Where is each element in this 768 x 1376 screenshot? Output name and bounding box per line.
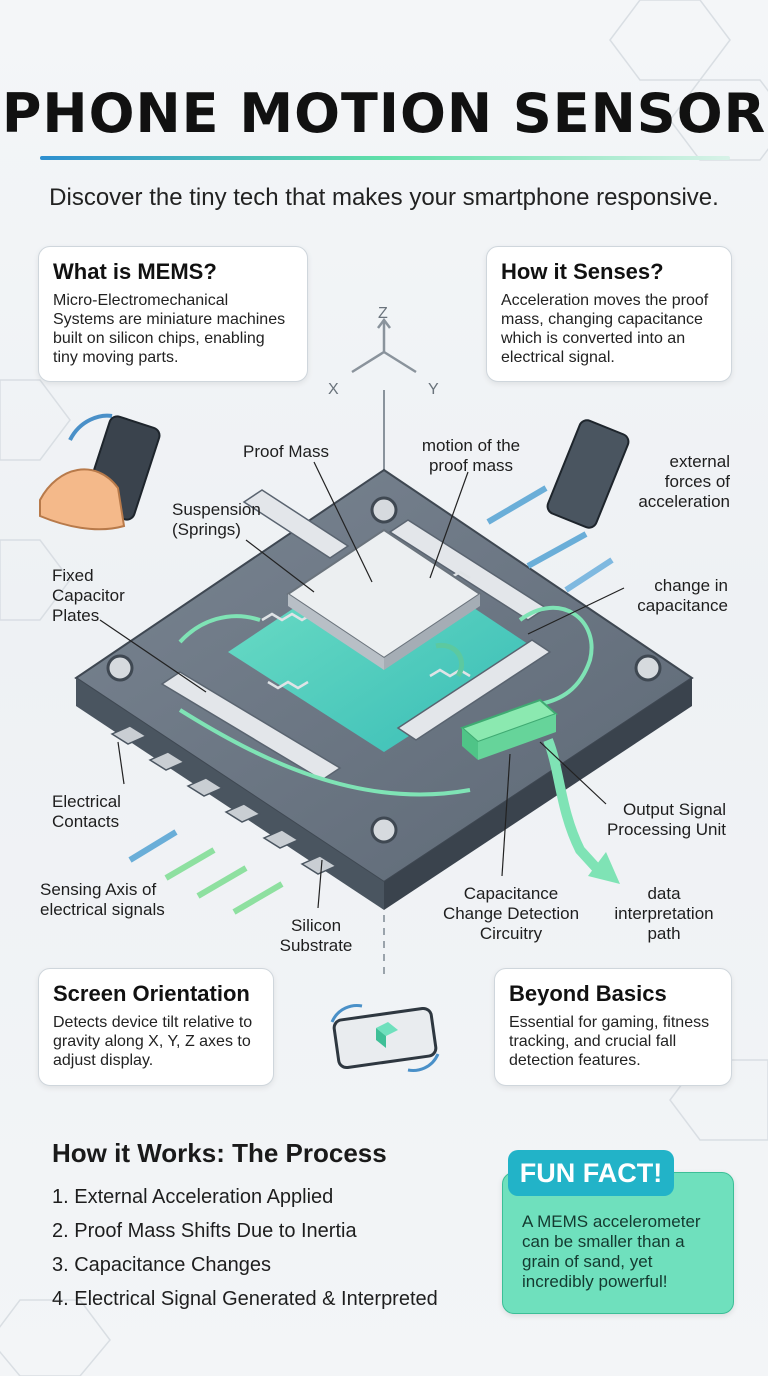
- axis-z-label: Z: [378, 305, 388, 322]
- label-sensing-axis: Sensing Axis of electrical signals: [40, 880, 165, 919]
- label-motion-of-proof-mass: motion of the proof mass: [421, 436, 521, 475]
- hand-phone-icon: [39, 413, 161, 531]
- page-title: PHONE MOTION SENSOR: [1, 82, 767, 145]
- electrical-contacts: [110, 725, 338, 875]
- data-path-arrow: [543, 738, 604, 876]
- card-how-it-senses: How it Senses? Acceleration moves the pr…: [486, 246, 732, 382]
- proof-mass: [286, 528, 482, 670]
- label-silicon-substrate: Silicon Substrate: [279, 916, 353, 955]
- label-fixed-capacitor-plates: Fixed Capacitor Plates: [52, 566, 125, 625]
- process-step: 4. Electrical Signal Generated & Interpr…: [52, 1288, 438, 1310]
- label-proof-mass: Proof Mass: [243, 442, 329, 461]
- process-step: 3. Capacitance Changes: [52, 1254, 272, 1276]
- card-body: Detects device tilt relative to gravity …: [53, 1014, 253, 1069]
- axis-y-label: Y: [428, 381, 439, 398]
- card-body: Essential for gaming, fitness tracking, …: [509, 1014, 710, 1069]
- external-force-arrows: [486, 485, 614, 593]
- process-step: 1. External Acceleration Applied: [52, 1186, 334, 1208]
- card-title: What is MEMS?: [53, 259, 217, 284]
- sensing-axis-arrows: [128, 829, 284, 915]
- process-title: How it Works: The Process: [52, 1138, 387, 1168]
- tilted-phone-icon: [546, 419, 630, 529]
- fixed-capacitor-plates: [160, 489, 552, 781]
- rotating-phone-icon: [330, 1004, 440, 1072]
- data-path-arrowhead: [588, 852, 620, 884]
- card-body: Acceleration moves the proof mass, chang…: [501, 292, 709, 366]
- label-electrical-contacts: Electrical Contacts: [52, 792, 121, 831]
- motion-arrow-icon: [435, 642, 465, 678]
- axis-icon: [351, 317, 417, 374]
- fun-fact-badge: FUN FACT!: [508, 1150, 674, 1196]
- card-title: Screen Orientation: [53, 981, 250, 1006]
- card-screen-orientation: Screen Orientation Detects device tilt r…: [38, 968, 274, 1086]
- title-underline: [40, 156, 730, 160]
- page-subtitle: Discover the tiny tech that makes your s…: [49, 184, 719, 211]
- label-change-in-capacitance: change in capacitance: [637, 576, 728, 615]
- output-signal-processing-unit: [460, 698, 558, 760]
- signal-traces: [178, 605, 594, 797]
- card-title: How it Senses?: [501, 259, 664, 284]
- label-suspension: Suspension (Springs): [172, 500, 261, 539]
- leader-lines: [99, 461, 625, 909]
- fun-fact-text: A MEMS accelerometer can be smaller than…: [522, 1212, 701, 1291]
- card-body: Micro-Electromechanical Systems are mini…: [53, 292, 286, 366]
- label-output-signal-processing-unit: Output Signal Processing Unit: [606, 800, 726, 839]
- process-steps: 1. External Acceleration Applied 2. Proo…: [52, 1180, 438, 1316]
- process-step: 2. Proof Mass Shifts Due to Inertia: [52, 1220, 357, 1242]
- card-beyond-basics: Beyond Basics Essential for gaming, fitn…: [494, 968, 732, 1086]
- label-external-forces: external forces of acceleration: [638, 452, 730, 511]
- label-capacitance-circuitry: Capacitance Change Detection Circuitry: [442, 884, 580, 943]
- label-data-interpretation-path: data interpretation path: [614, 884, 714, 943]
- mems-diagram: Z X Y: [39, 305, 694, 980]
- axis-x-label: X: [328, 381, 339, 398]
- card-what-is-mems: What is MEMS? Micro-Electromechanical Sy…: [38, 246, 308, 382]
- card-title: Beyond Basics: [509, 981, 667, 1006]
